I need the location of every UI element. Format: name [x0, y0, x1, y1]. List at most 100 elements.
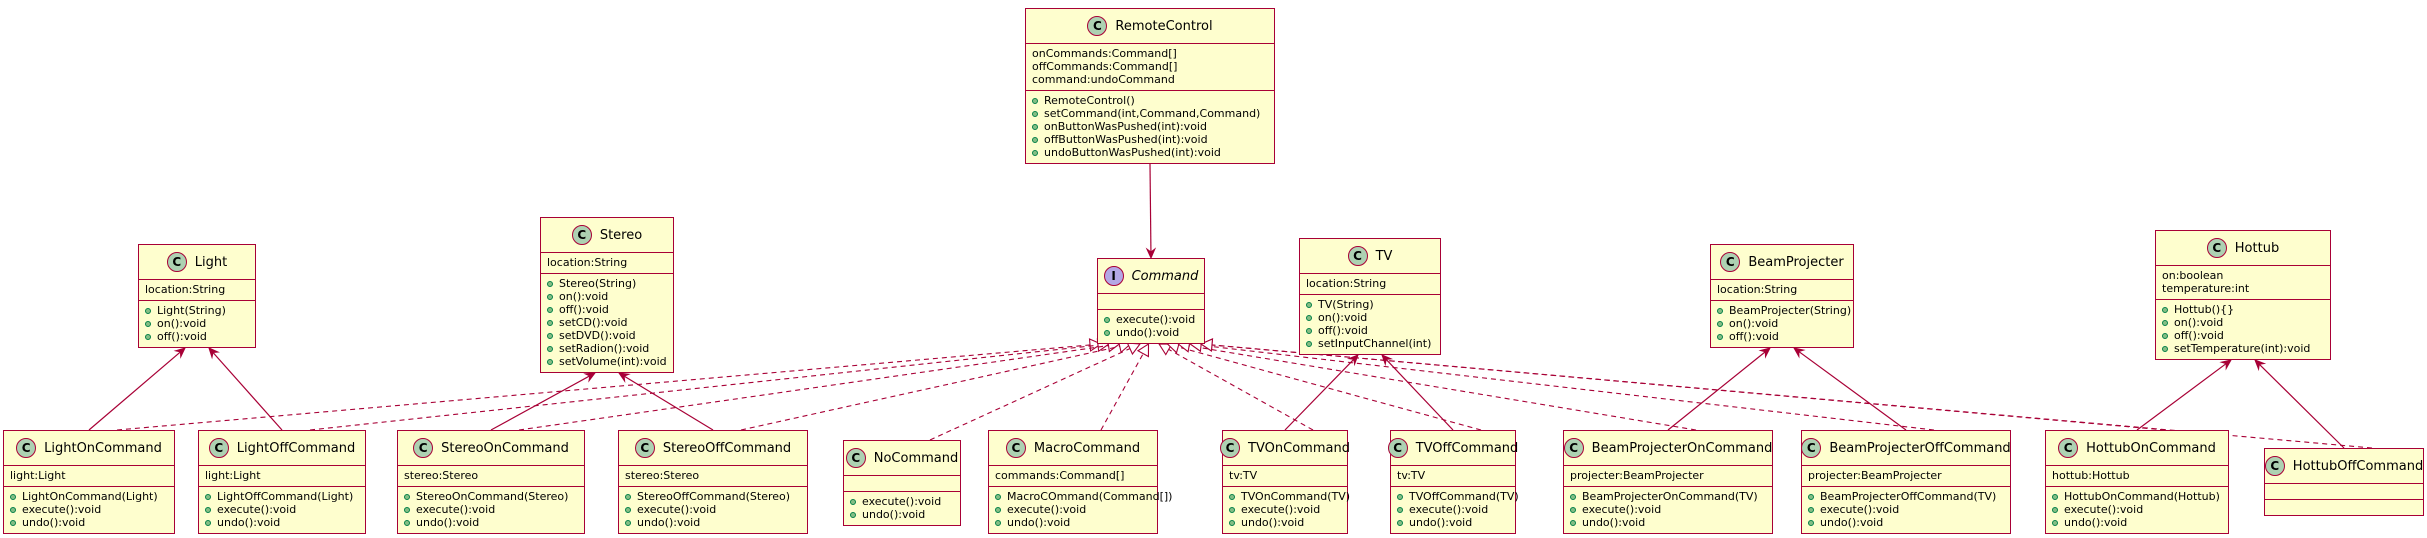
fields-section: location:String [1711, 279, 1853, 300]
public-method-icon [205, 519, 211, 526]
method-signature: undo():void [862, 508, 926, 521]
method: execute():void [404, 503, 578, 516]
class-name: TV [1375, 248, 1393, 264]
method: undo():void [205, 516, 359, 529]
methods-section: BeamProjecterOnCommand(TV)execute():void… [1564, 486, 1772, 533]
method-signature: execute():void [1116, 313, 1196, 326]
method: undo():void [1229, 516, 1341, 529]
field: light:Light [205, 469, 261, 482]
interface-stereotype-icon: I [1103, 266, 1124, 286]
method: StereoOffCommand(Stereo) [625, 490, 801, 503]
public-method-icon [547, 332, 553, 339]
methods-section: BeamProjecterOffCommand(TV)execute():voi… [1802, 486, 2010, 533]
realization-line [1189, 345, 1697, 431]
method-signature: HottubOnCommand(Hottub) [2064, 490, 2220, 503]
class-name: NoCommand [873, 450, 959, 466]
hollow-triangle-icon [1199, 338, 1214, 352]
method: off():void [1717, 330, 1847, 343]
class-name: StereoOffCommand [662, 440, 792, 456]
public-method-icon [1032, 149, 1038, 156]
class-stereotype-icon: C [571, 225, 592, 245]
fields-section: tv:TV [1223, 465, 1347, 486]
method: StereoOnCommand(Stereo) [404, 490, 578, 503]
public-method-icon [2052, 519, 2058, 526]
relation-association-stereo-off-command-to-stereo [617, 372, 714, 431]
method-signature: undo():void [637, 516, 701, 529]
relation-association-tvon-command-to-tv [1284, 354, 1359, 431]
public-method-icon [1306, 301, 1312, 308]
method-signature: undo():void [22, 516, 86, 529]
class-name: TVOffCommand [1415, 440, 1519, 456]
fields-section: location:String [139, 279, 255, 300]
method-signature: undo():void [1582, 516, 1646, 529]
fields-section: location:String [541, 252, 673, 273]
realization-line [1201, 344, 1935, 431]
relation-association-light-on-command-to-light [88, 347, 186, 431]
association-line [1382, 356, 1454, 431]
method-signature: Hottub(){} [2174, 303, 2235, 316]
fields-section: stereo:Stereo [619, 465, 807, 486]
method: execute():void [995, 503, 1151, 516]
method-signature: execute():void [1409, 503, 1489, 516]
public-method-icon [1104, 329, 1110, 336]
public-method-icon [547, 358, 553, 365]
class-stereotype-icon: C [413, 438, 434, 458]
public-method-icon [1032, 123, 1038, 130]
method-signature: execute():void [2064, 503, 2144, 516]
fields-section: stereo:Stereo [398, 465, 584, 486]
method: TV(String) [1306, 298, 1434, 311]
field: offCommands:Command[] [1032, 60, 1178, 73]
method-signature: undo():void [1820, 516, 1884, 529]
hollow-triangle-icon [1136, 342, 1150, 358]
method-signature: undo():void [1007, 516, 1071, 529]
public-method-icon [1104, 316, 1110, 323]
method-signature: undo():void [416, 516, 480, 529]
method: onButtonWasPushed(int):void [1032, 120, 1268, 133]
public-method-icon [10, 493, 16, 500]
public-method-icon [2162, 306, 2168, 313]
field: location:String [145, 283, 226, 296]
class-name: BeamProjecterOffCommand [1829, 440, 2011, 456]
method-signature: execute():void [862, 495, 942, 508]
class-stereotype-icon: C [1087, 16, 1108, 36]
public-method-icon [404, 519, 410, 526]
class-name: RemoteControl [1115, 18, 1213, 34]
class-stereotype-icon: C [2206, 238, 2227, 258]
fields-section: projecter:BeamProjecter [1564, 465, 1772, 486]
method: execute():void [850, 495, 954, 508]
public-method-icon [1229, 519, 1235, 526]
public-method-icon [995, 519, 1001, 526]
class-name: Stereo [599, 227, 643, 243]
association-line [88, 348, 184, 431]
method: LightOffCommand(Light) [205, 490, 359, 503]
method-signature: BeamProjecterOffCommand(TV) [1820, 490, 1997, 503]
method: setCD():void [547, 316, 667, 329]
fields-section: onCommands:Command[]offCommands:Command[… [1026, 43, 1274, 90]
public-method-icon [1808, 506, 1814, 513]
association-line [620, 373, 714, 431]
method-signature: Stereo(String) [559, 277, 637, 290]
field: hottub:Hottub [2052, 469, 2130, 482]
association-line [1149, 163, 1152, 257]
methods-section [2265, 499, 2423, 515]
method-signature: execute():void [1241, 503, 1321, 516]
field: onCommands:Command[] [1032, 47, 1177, 60]
class-stereotype-icon: C [166, 252, 187, 272]
method: execute():void [10, 503, 168, 516]
